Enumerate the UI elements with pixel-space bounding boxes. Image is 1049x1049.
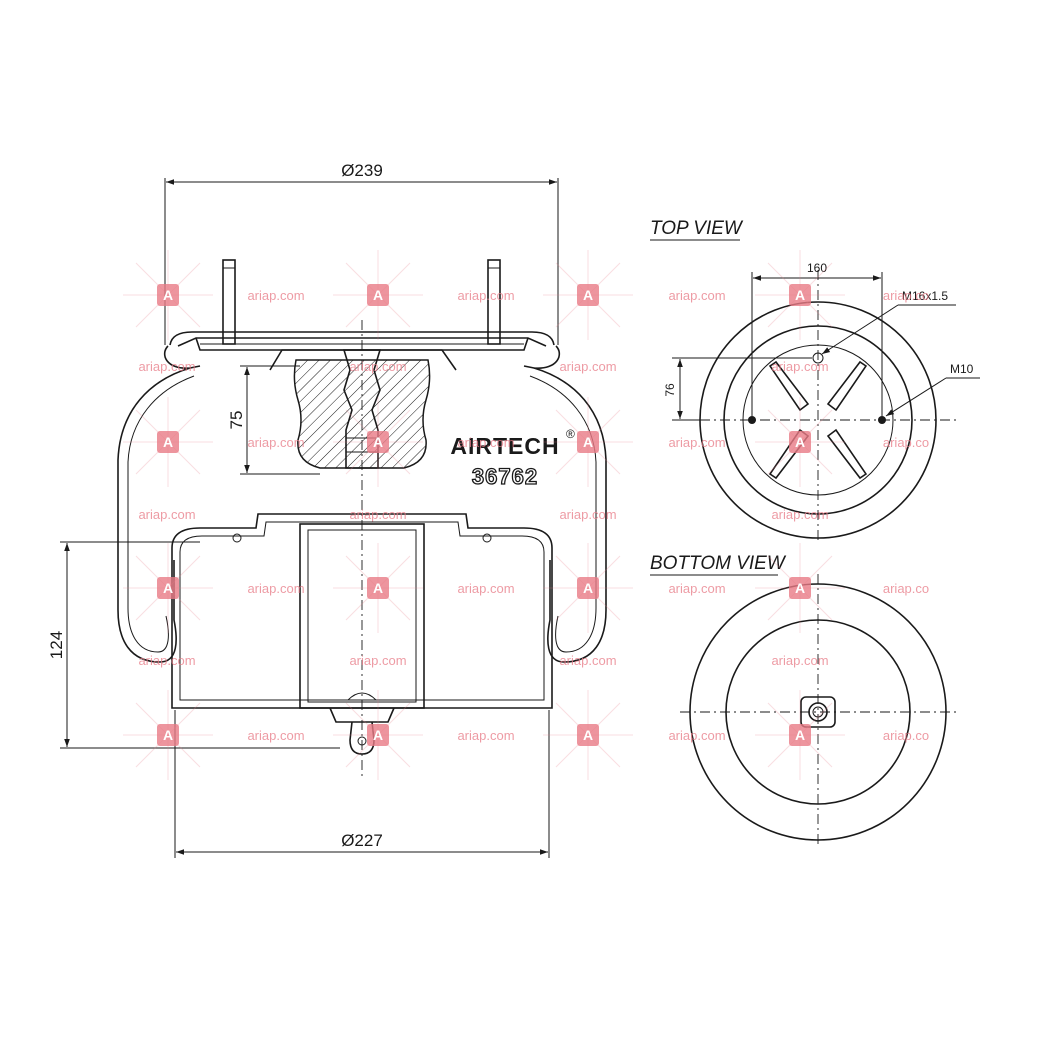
watermark-text: ariap.com [247,728,304,743]
bottom-view-title: BOTTOM VIEW [650,553,787,574]
height-124-label: 124 [47,631,66,659]
watermark-logo-letter: A [163,434,173,450]
height-75-label: 75 [227,411,246,430]
watermark-logo-letter: A [795,727,805,743]
watermark-logo [367,284,389,306]
watermark-text: ariap.com [457,435,514,450]
thread-large-label: M16x1.5 [902,289,948,303]
watermark-logo [157,284,179,306]
watermark-text: ariap.com [457,288,514,303]
bolt-hole-right [878,416,886,424]
watermark-text: ariap.com [457,728,514,743]
watermark-logo [157,431,179,453]
watermark-text: ariap.com [668,728,725,743]
thread-small-label: M10 [950,362,974,376]
callout-thread-small: M10 [885,362,980,417]
watermark-text: ariap.com [457,581,514,596]
watermark-text: ariap.com [247,435,304,450]
watermark-logo [789,284,811,306]
watermark-text: ariap.com [349,653,406,668]
dimension-height-124: 124 [47,541,340,749]
watermark-logo-letter: A [373,287,383,303]
watermark-logo-letter: A [583,580,593,596]
watermark-logo-letter: A [583,727,593,743]
brand-registered-mark: ® [566,427,575,441]
part-number-label: 36762 [472,464,538,489]
bolt-spacing-label: 160 [807,261,827,275]
watermark-logo [367,724,389,746]
watermark-logo [789,577,811,599]
watermark-text: ariap.com [559,359,616,374]
watermark-text: ariap.com [771,359,828,374]
watermark-text: ariap.com [559,507,616,522]
watermark-text: ariap.com [771,653,828,668]
bottom-fitting [800,696,836,728]
watermark-logo-letter: A [795,287,805,303]
top-view: TOP VIEW 160 76 [650,218,980,540]
watermark-logo [157,724,179,746]
watermark-text: ariap.com [559,653,616,668]
dimension-offset-76: 76 [663,357,812,421]
callout-thread-large: M16x1.5 [821,289,956,355]
watermark-logo-letter: A [163,727,173,743]
watermark-text: ariap.com [349,507,406,522]
watermark-text: ariap.com [668,581,725,596]
watermark-text: ariap.com [247,581,304,596]
watermark-text: ariap.com [247,288,304,303]
watermark-logo-letter: A [163,287,173,303]
watermark-text: ariap.com [668,288,725,303]
watermark-text: ariap.com [138,653,195,668]
watermark-logo [789,431,811,453]
watermark-logo-letter: A [373,727,383,743]
watermark-logo [577,431,599,453]
watermark-text: ariap.com [138,507,195,522]
offset-76-label: 76 [663,383,677,397]
side-section-view: Ø239 [47,161,607,858]
dimension-bolt-spacing: 160 [751,261,883,416]
watermark-logo [577,724,599,746]
bolt-hole-left [748,416,756,424]
watermark-text: ariap.com [668,435,725,450]
watermark-logo [157,577,179,599]
dimension-height-75: 75 [227,365,320,475]
watermark-text: ariap.co [883,728,929,743]
bottom-view: BOTTOM VIEW [650,553,956,848]
watermark-text: ariap.com [771,507,828,522]
watermark-logo [367,577,389,599]
watermark-logo [577,284,599,306]
watermark-logo-letter: A [795,434,805,450]
top-view-title: TOP VIEW [650,218,744,239]
air-port [812,352,824,364]
brand-label: AIRTECH [450,433,559,459]
watermark-logo-letter: A [163,580,173,596]
top-diameter-label: Ø239 [341,161,383,180]
watermark-logo-letter: A [373,580,383,596]
bellows-outline [117,345,607,663]
watermark-logo [367,431,389,453]
watermark-logo [577,577,599,599]
dimension-top-diameter: Ø239 [164,161,559,345]
watermark-text: ariap.com [349,359,406,374]
watermark-logo-letter: A [583,287,593,303]
watermark-text: ariap.co [883,435,929,450]
watermark-logo-letter: A [795,580,805,596]
watermark-logo-letter: A [583,434,593,450]
watermark-logo-letter: A [373,434,383,450]
watermark-logo [789,724,811,746]
watermark-text: ariap.co [883,288,929,303]
watermark-text: ariap.co [883,581,929,596]
watermark-text: ariap.com [138,359,195,374]
bottom-diameter-label: Ø227 [341,831,383,850]
